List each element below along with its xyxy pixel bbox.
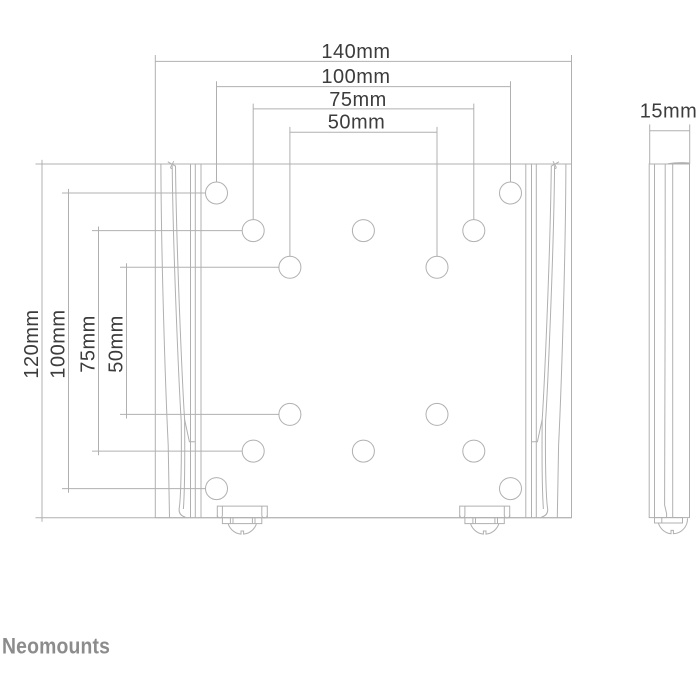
svg-text:15mm: 15mm	[640, 101, 698, 123]
svg-text:100mm: 100mm	[321, 66, 390, 88]
svg-text:50mm: 50mm	[105, 315, 127, 373]
svg-text:50mm: 50mm	[328, 112, 386, 134]
svg-text:75mm: 75mm	[329, 89, 387, 111]
svg-text:140mm: 140mm	[321, 41, 390, 63]
svg-text:75mm: 75mm	[77, 315, 99, 373]
svg-text:Neomounts: Neomounts	[2, 634, 110, 658]
svg-text:100mm: 100mm	[47, 309, 69, 378]
svg-text:120mm: 120mm	[21, 309, 43, 378]
